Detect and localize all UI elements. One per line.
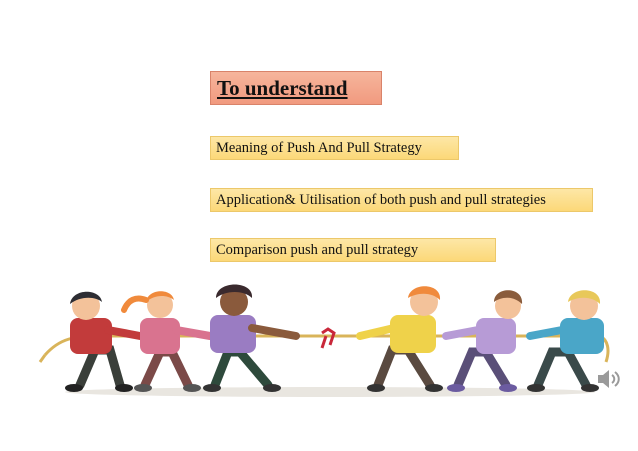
rope-marker-ribbon	[320, 327, 336, 349]
child-figure-1	[65, 291, 144, 392]
title-box: To understand	[210, 71, 382, 105]
child-figure-3	[203, 284, 300, 392]
child-figure-5	[442, 290, 523, 392]
child-figure-4	[356, 286, 443, 392]
speaker-icon[interactable]	[596, 367, 622, 391]
slide-title: To understand	[217, 75, 348, 100]
rope	[38, 327, 610, 363]
bullet-point-comparison: Comparison push and pull strategy	[210, 238, 496, 262]
bullet-point-meaning: Meaning of Push And Pull Strategy	[210, 136, 459, 160]
bullet-point-application: Application& Utilisation of both push an…	[210, 188, 593, 212]
child-figure-6	[526, 290, 604, 392]
child-figure-2	[121, 291, 214, 392]
